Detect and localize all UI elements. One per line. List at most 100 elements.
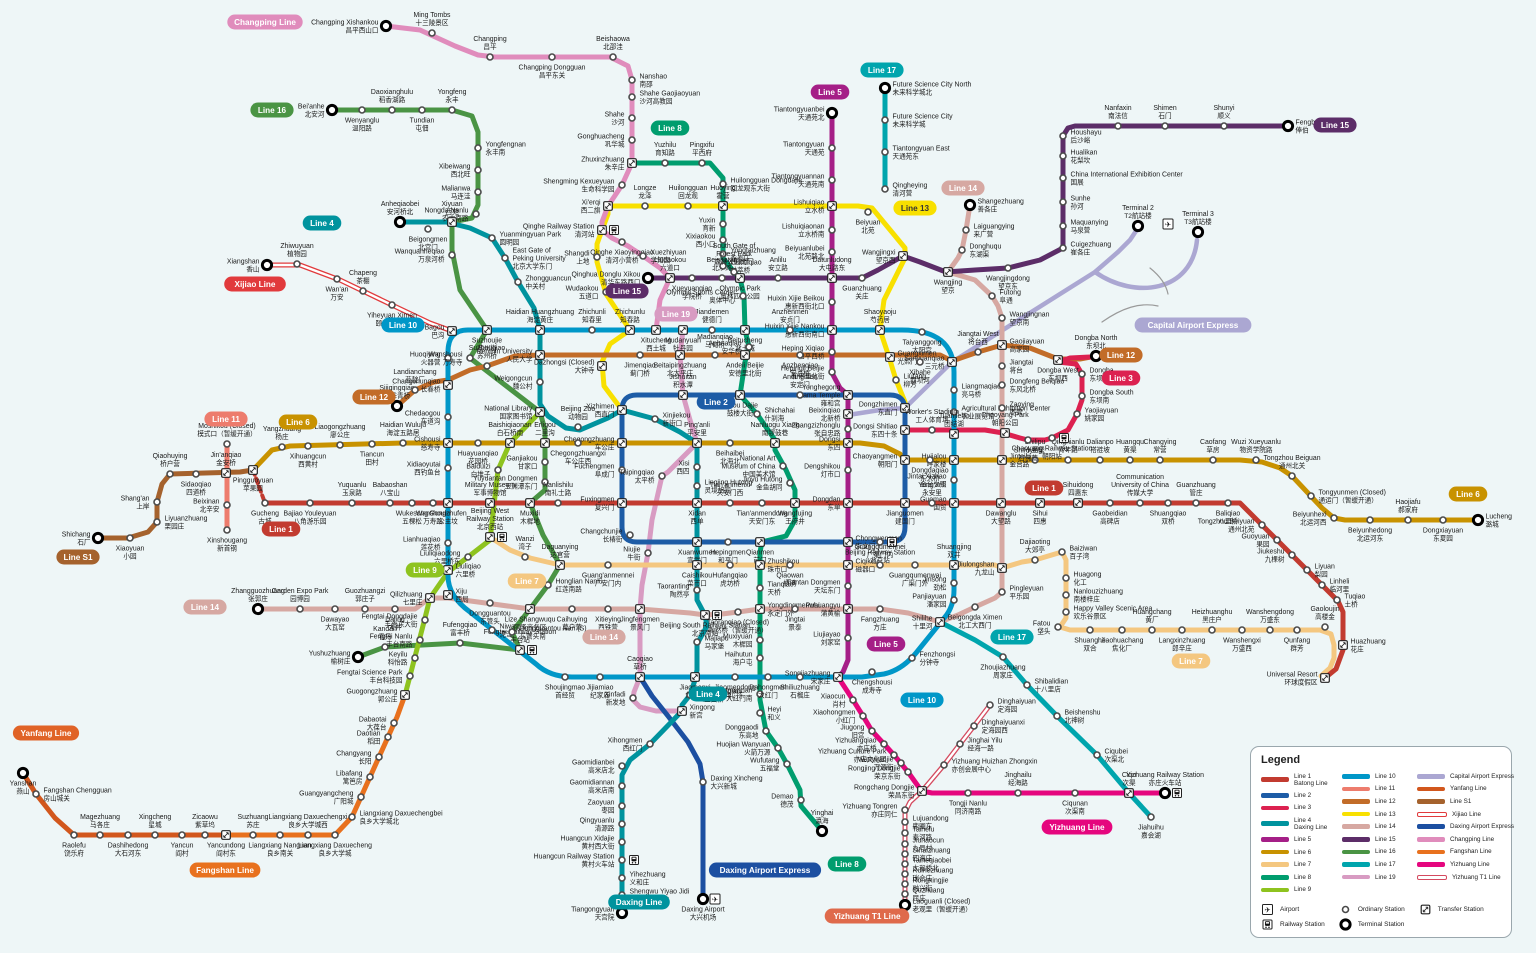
ordinary-station-icon <box>1004 264 1012 272</box>
line-badge: Line 4 <box>302 215 342 231</box>
ordinary-station-icon <box>864 208 872 216</box>
ordinary-station-icon <box>388 301 396 309</box>
ordinary-station-icon <box>684 202 692 210</box>
ordinary-station-icon <box>32 790 40 798</box>
ordinary-station-icon <box>756 654 764 662</box>
ordinary-station-icon <box>96 831 104 839</box>
ordinary-station-icon <box>618 874 626 882</box>
transfer-icon <box>692 498 702 508</box>
airport-icon: ✈ <box>709 893 721 905</box>
transfer-icon <box>443 498 453 508</box>
ordinary-station-icon <box>1238 626 1246 634</box>
ordinary-station-icon <box>1059 198 1067 206</box>
ordinary-station-icon <box>779 462 787 470</box>
ordinary-station-icon <box>901 880 909 888</box>
ordinary-station-icon <box>166 470 174 478</box>
ordinary-station-icon <box>774 274 782 282</box>
ordinary-station-icon <box>1224 499 1232 507</box>
ordinary-station-icon <box>406 672 414 680</box>
transfer-icon <box>843 498 853 508</box>
transfer-icon <box>898 251 908 261</box>
ordinary-station-icon <box>881 116 889 124</box>
line-badge: Line 1 <box>1024 480 1064 496</box>
ordinary-station-icon <box>646 740 654 748</box>
line-badge: Line 11 <box>204 411 248 427</box>
ordinary-station-icon <box>1023 681 1031 689</box>
ordinary-station-icon <box>724 538 732 546</box>
legend-marker-label: Terminal Station <box>1357 921 1405 929</box>
ordinary-station-icon <box>828 248 836 256</box>
ordinary-station-icon <box>661 159 669 167</box>
station-label: Qianmen前门 <box>746 550 774 565</box>
railway-icon <box>887 537 897 547</box>
transfer-icon <box>997 455 1007 465</box>
legend-item-label: Line 2 <box>1294 791 1312 799</box>
line-l14 <box>255 202 1005 625</box>
transfer-icon <box>447 217 457 227</box>
transfer-icon <box>505 438 515 448</box>
legend-item: Line 6 <box>1261 846 1342 859</box>
ordinary-station-icon <box>1136 499 1144 507</box>
airport-icon: ✈ <box>1262 904 1273 916</box>
terminal-station-icon <box>379 19 393 33</box>
terminal-station-icon <box>91 531 105 545</box>
